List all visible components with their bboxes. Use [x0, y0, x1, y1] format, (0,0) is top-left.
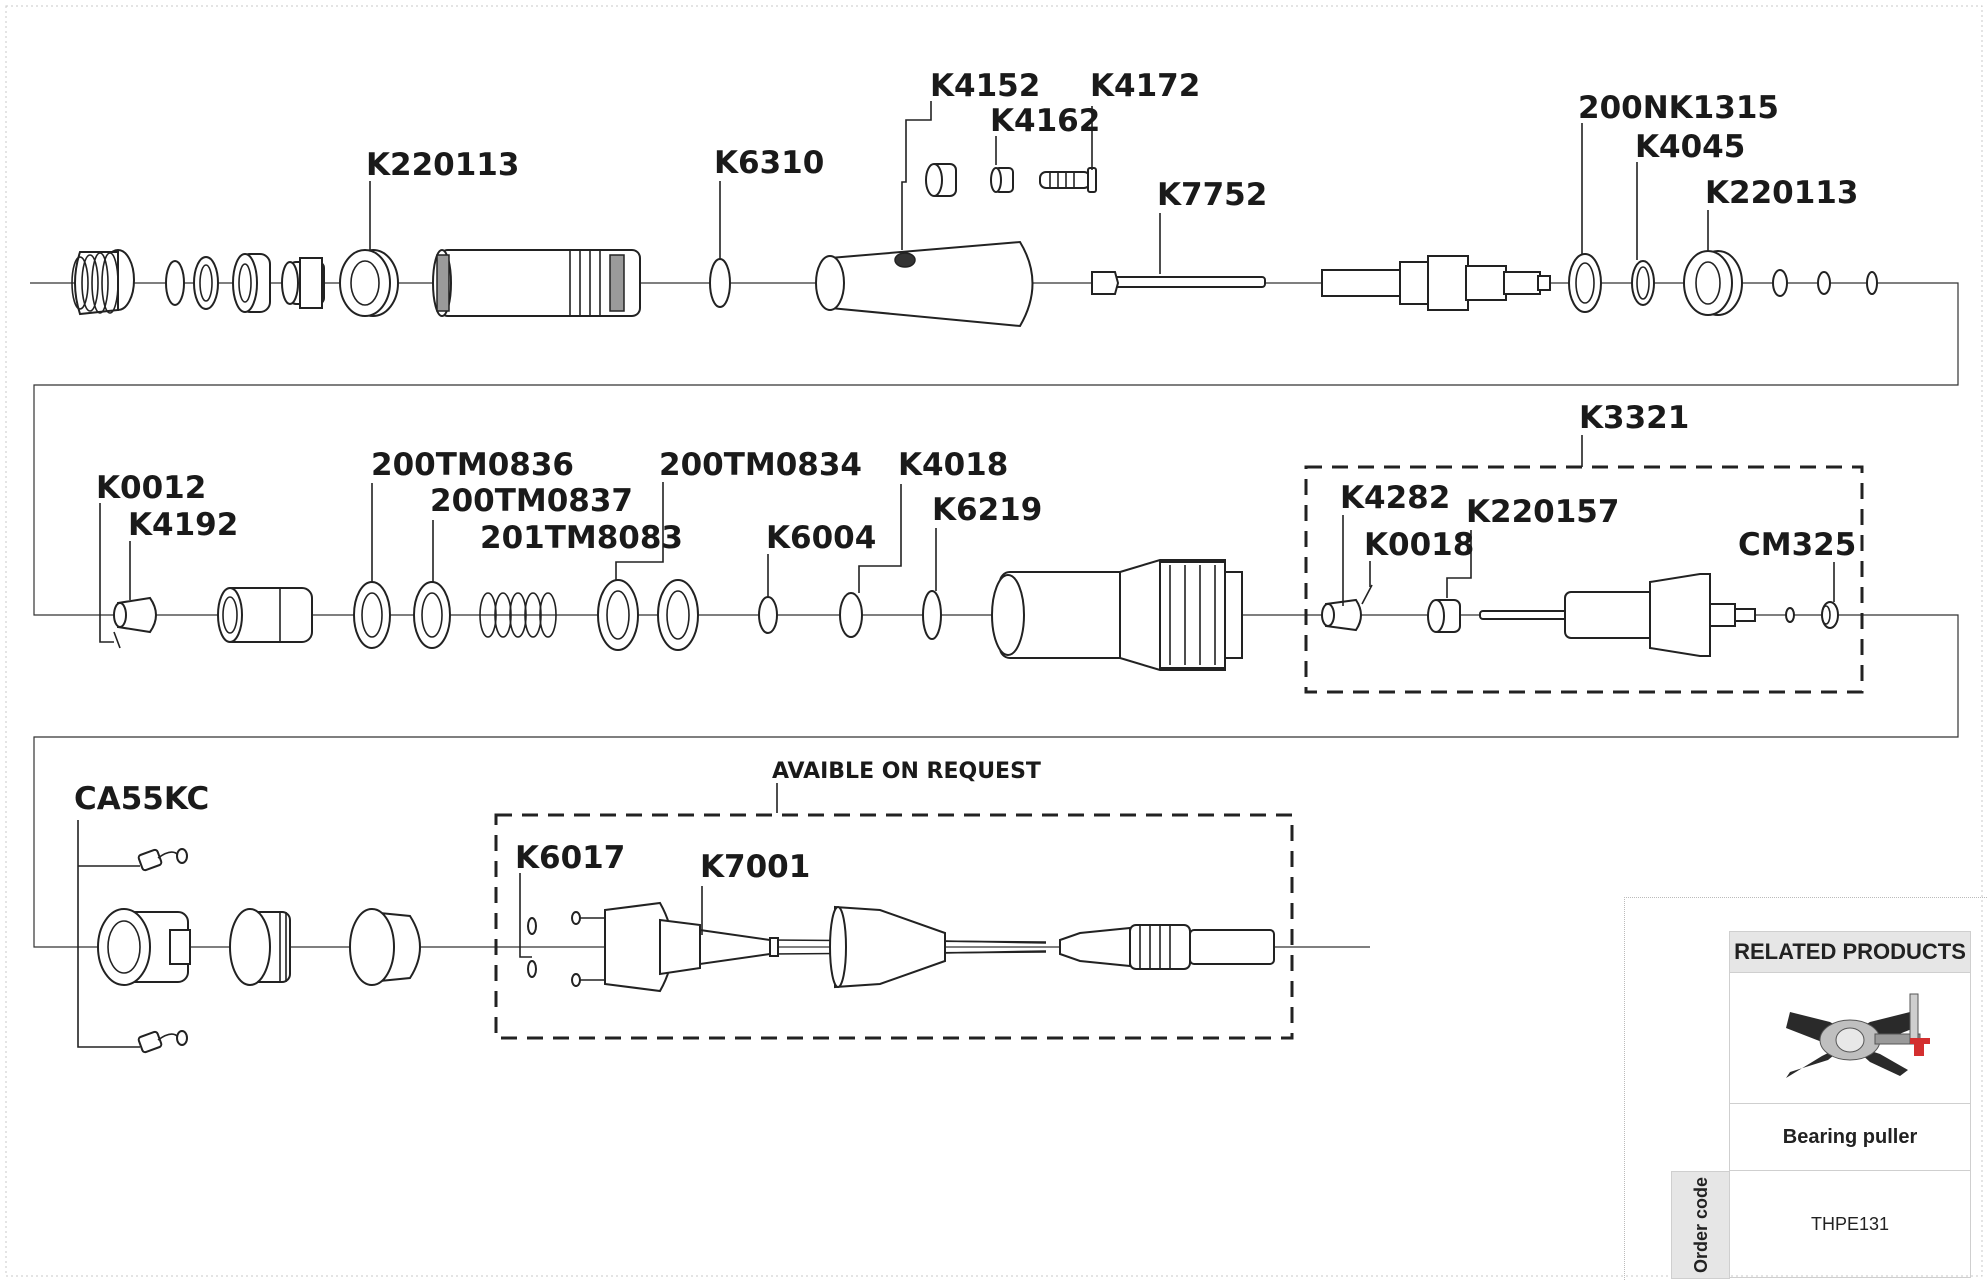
- bearing-k220113b-part: [1683, 250, 1743, 316]
- row3-labels: CA55KC K6017 K7001: [74, 781, 810, 885]
- label-k7752: K7752: [1157, 177, 1267, 213]
- label-k4282: K4282: [1340, 480, 1450, 516]
- oring-k6310-part: [709, 258, 731, 308]
- label-k4162: K4162: [990, 103, 1100, 139]
- power-plug-k7001-part: [571, 901, 1275, 993]
- sleeve-part: [281, 257, 325, 309]
- row3-parts: [97, 848, 1275, 1054]
- label-k7001: K7001: [700, 849, 810, 885]
- nozzle-part: [71, 249, 135, 316]
- bearing-200nk1315-part: [1568, 253, 1602, 313]
- on-request-note: AVAIBLE ON REQUEST: [772, 759, 1041, 784]
- label-cm325: CM325: [1738, 527, 1856, 563]
- key-k4192-part: [113, 596, 157, 649]
- adapter-part: [217, 587, 313, 643]
- order-code-value: THPE131: [1729, 1171, 1971, 1278]
- row3-leaders: [77, 820, 703, 1048]
- label-k6219: K6219: [932, 492, 1042, 528]
- ring-part: [193, 256, 219, 310]
- related-products-panel: RELATED PRODUCTS Bearing puller Order co…: [1624, 897, 1988, 1280]
- label-k220113: K220113: [366, 147, 519, 183]
- bearing-k220113-part: [339, 249, 399, 317]
- grip-cone-part: [815, 240, 1034, 328]
- label-k4152: K4152: [930, 68, 1040, 104]
- motor-cap-part: [97, 908, 191, 986]
- on-request-box: [494, 813, 1294, 1040]
- label-k220113-second: K220113: [1705, 175, 1858, 211]
- spindle-housing-part: [432, 249, 641, 317]
- ring-200tm0836-part: [353, 581, 391, 649]
- related-product-name[interactable]: Bearing puller: [1729, 1104, 1971, 1171]
- related-product-image-cell[interactable]: [1729, 972, 1971, 1104]
- handpiece-body-part: [991, 559, 1243, 671]
- label-k4018: K4018: [898, 447, 1008, 483]
- bushing-k4152-part: [925, 163, 957, 197]
- screw-k4172-part: [1039, 167, 1097, 193]
- ring-200tm0837-part: [413, 581, 451, 649]
- row2-parts: [113, 559, 1839, 671]
- row1-labels: K220113 K6310 K4152 K4162 K4172 K7752 20…: [366, 68, 1858, 213]
- oring-k6219-part: [922, 590, 942, 640]
- label-200nk1315: 200NK1315: [1578, 90, 1779, 126]
- row1-parts: [71, 163, 1878, 328]
- end-cap-part: [229, 908, 291, 986]
- page-frame: [5, 5, 1983, 1277]
- label-k3321: K3321: [1579, 400, 1689, 436]
- label-k6017: K6017: [515, 840, 625, 876]
- order-code-label-cell: Order code: [1671, 1171, 1730, 1279]
- label-ca55kc: CA55KC: [74, 781, 209, 817]
- rotor-cm325-part: [1479, 573, 1839, 657]
- label-k6004: K6004: [766, 520, 876, 556]
- shaft-k7752-part: [1091, 271, 1266, 295]
- clip-k6004-part: [758, 596, 778, 634]
- end-cover-part: [349, 908, 421, 986]
- washer-small-part: [1817, 271, 1831, 295]
- clip-end-part: [1866, 271, 1878, 295]
- label-k4172: K4172: [1090, 68, 1200, 104]
- order-code-label: Order code: [1690, 1176, 1711, 1274]
- label-k6310: K6310: [714, 145, 824, 181]
- row2-labels: K0012 K4192 200TM0836 200TM0837 201TM808…: [96, 400, 1856, 563]
- bushing-k4162-part: [990, 167, 1014, 193]
- carbon-brush-bottom-part: [137, 1030, 188, 1054]
- bushing-part: [232, 253, 271, 313]
- label-k0018: K0018: [1364, 527, 1474, 563]
- label-k4192: K4192: [128, 507, 238, 543]
- label-200tm0834: 200TM0834: [659, 447, 862, 483]
- related-products-header: RELATED PRODUCTS: [1729, 931, 1971, 973]
- carbon-brush-top-part: [137, 848, 188, 872]
- bearing-puller-icon: [1786, 993, 1930, 1078]
- row2-leaders: [99, 435, 1835, 643]
- ring-pair-part: [657, 579, 699, 651]
- key-k4282-part: [1321, 598, 1362, 632]
- label-200tm0837: 200TM0837: [430, 483, 633, 519]
- row1-leaders: [369, 101, 1709, 274]
- screws-k6017-part: [527, 917, 537, 978]
- motor-shaft-part: [1321, 255, 1551, 311]
- ring-200tm0834-part: [597, 579, 639, 651]
- washer-part: [165, 260, 185, 306]
- label-201tm8083: 201TM8083: [480, 520, 683, 556]
- label-k4045: K4045: [1635, 129, 1745, 165]
- pin-k0018-part: [1361, 584, 1373, 605]
- label-k0012: K0012: [96, 470, 206, 506]
- clip-part: [1772, 269, 1788, 297]
- circlip-k4045-part: [1631, 260, 1655, 306]
- clip-k4018-part: [839, 592, 863, 638]
- label-k220157: K220157: [1466, 494, 1619, 530]
- label-200tm0836: 200TM0836: [371, 447, 574, 483]
- bushing-k220157-part: [1427, 599, 1461, 633]
- spring-201tm8083-part: [479, 592, 557, 638]
